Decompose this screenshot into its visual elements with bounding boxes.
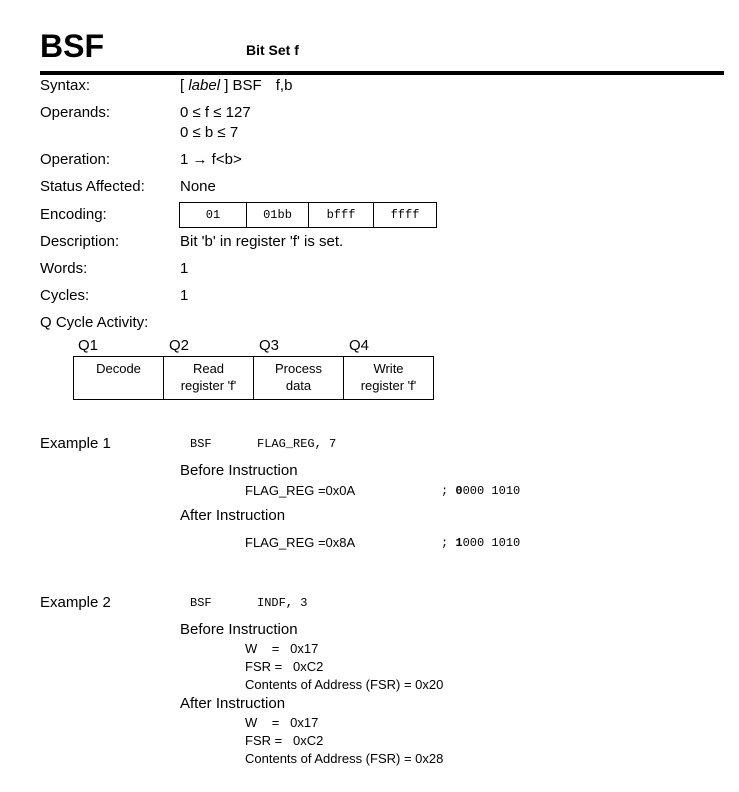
qcycle-cell-line: Read [192,361,225,376]
cycles-label: Cycles: [40,287,90,304]
example1-label: Example 1 [40,435,111,452]
words-label: Words: [40,260,88,277]
encoding-label: Encoding: [40,206,107,223]
example2-before-label: Before Instruction [180,621,298,638]
example2-opcode: BSF [190,596,212,610]
example2-before-contents: Contents of Address (FSR) = 0x20 [245,677,444,692]
qcycle-cell-q2: Read register 'f' [163,356,254,400]
syntax-bracket-close: ] BSF [220,77,262,94]
syntax-args: f,b [275,77,293,94]
encoding-table: 01 01bb bfff ffff [179,202,437,228]
status-value: None [180,178,216,195]
example2-after-label: After Instruction [180,695,286,712]
qcycle-header-q2: Q2 [169,337,190,354]
example1-before-binary: ; 0000 1010 [441,484,520,498]
qcycle-cell-line: Process [275,361,322,376]
comment-marker: ; [441,536,449,550]
qcycle-cell-line: Decode [96,361,141,376]
encoding-cell: 01 [179,202,247,228]
example1-after-binary: ; 1000 1010 [441,536,520,550]
encoding-cell: 01bb [246,202,309,228]
changed-bit: 1 [455,536,463,550]
example2-after-contents: Contents of Address (FSR) = 0x28 [245,751,444,766]
qcycle-cell-q4: Write register 'f' [343,356,434,400]
example1-after-value: FLAG_REG =0x8A [245,535,356,550]
qcycle-cell-line: data [285,378,312,393]
encoding-cell: bfff [308,202,374,228]
status-label: Status Affected: [40,178,145,195]
example2-before-w: W = 0x17 [245,641,319,656]
description-value: Bit 'b' in register 'f' is set. [180,233,344,250]
example1-before-label: Before Instruction [180,462,298,479]
example1-after-label: After Instruction [180,507,286,524]
syntax-value: [ label ] BSF f,b [180,77,292,94]
example1-before-value: FLAG_REG =0x0A [245,483,356,498]
qcycle-cell-q1: Decode [73,356,164,400]
comment-marker: ; [441,484,449,498]
binary-rest: 000 1010 [462,536,521,550]
description-label: Description: [40,233,120,250]
instruction-mnemonic: BSF [40,28,104,64]
operands-f-range: 0 ≤ f ≤ 127 [180,104,251,121]
qcycle-cell-line: Write [373,361,404,376]
operands-b-range: 0 ≤ b ≤ 7 [180,124,239,141]
operands-label: Operands: [40,104,111,121]
qcycle-header-q4: Q4 [349,337,370,354]
example2-after-w: W = 0x17 [245,715,319,730]
qcycle-cell-line: register 'f' [180,378,237,393]
example1-opcode: BSF [190,437,212,451]
qcycle-table: Decode Read register 'f' Process data Writ… [73,356,434,400]
qcycle-cell-q3: Process data [253,356,344,400]
binary-rest: 000 1010 [462,484,521,498]
qcycle-header-q1: Q1 [78,337,99,354]
qcycle-cell-line: register 'f' [360,378,417,393]
syntax-label-word: label [188,77,221,94]
example2-before-fsr: FSR = 0xC2 [245,659,324,674]
cycles-value: 1 [180,287,189,304]
example2-label: Example 2 [40,594,111,611]
example2-operands: INDF, 3 [257,596,308,610]
qcycle-label: Q Cycle Activity: [40,314,149,331]
changed-bit: 0 [455,484,463,498]
instruction-title: Bit Set f [246,42,299,58]
encoding-cell: ffff [373,202,437,228]
syntax-label: Syntax: [40,77,91,94]
words-value: 1 [180,260,189,277]
operation-label: Operation: [40,151,111,168]
header-rule [40,71,724,75]
example2-after-fsr: FSR = 0xC2 [245,733,324,748]
example1-operands: FLAG_REG, 7 [257,437,337,451]
qcycle-header-q3: Q3 [259,337,280,354]
syntax-bracket-open: [ [180,77,189,94]
operation-value: 1 → f<b> [180,151,242,168]
